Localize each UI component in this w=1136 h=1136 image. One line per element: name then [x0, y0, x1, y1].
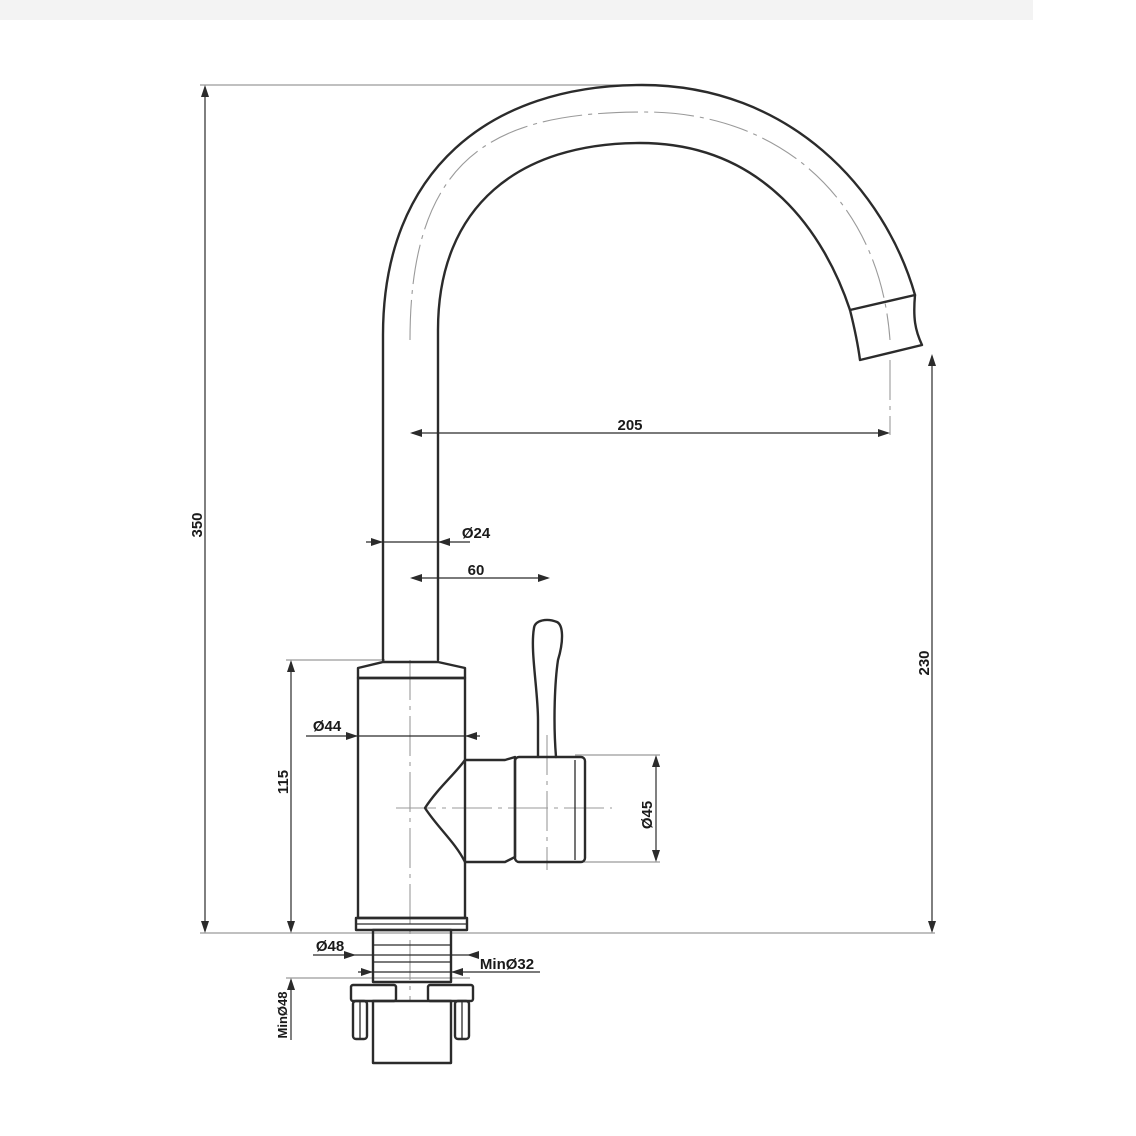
dim-base-diameter: Ø48	[316, 938, 344, 955]
dim-body-height: 115	[275, 770, 292, 794]
dim-cartridge-diameter: Ø45	[639, 801, 656, 829]
dim-min-base: MinØ48	[275, 992, 290, 1039]
dim-body-diameter: Ø44	[313, 718, 342, 735]
dim-min-hole: MinØ32	[480, 956, 534, 973]
top-bar	[0, 0, 1033, 20]
dim-spout-reach: 205	[617, 417, 642, 434]
centerlines	[396, 111, 891, 1000]
faucet-outline	[349, 83, 924, 1065]
dim-tube-diameter: Ø24	[462, 525, 491, 542]
dimension-lines	[201, 85, 936, 1040]
dim-height-total: 350	[189, 512, 206, 537]
dim-spout-outlet-height: 230	[916, 650, 933, 675]
dim-lever-offset: 60	[468, 562, 485, 579]
extension-lines	[200, 84, 935, 979]
